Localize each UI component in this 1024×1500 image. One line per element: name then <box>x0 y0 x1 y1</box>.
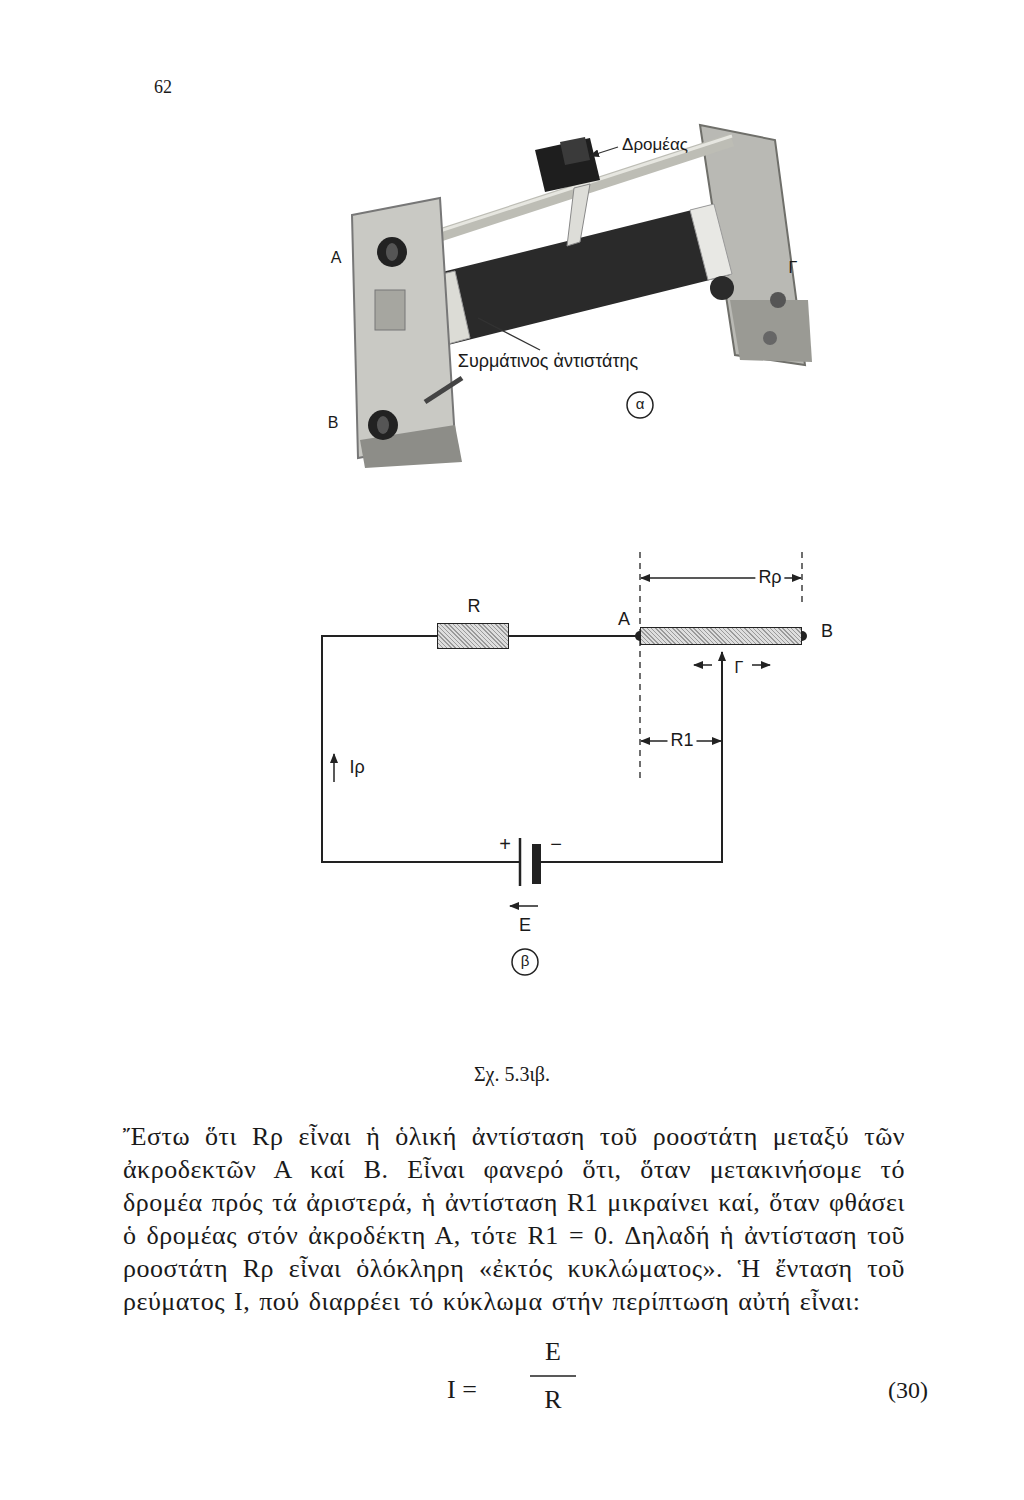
leader-line <box>590 147 618 156</box>
battery-symbol <box>519 838 522 886</box>
formula-term: I = <box>447 1375 477 1404</box>
figure-tag: β <box>521 952 530 969</box>
rheostat-photo <box>560 137 590 165</box>
part-label: Συρμάτινος ἀντιστάτης <box>458 351 638 371</box>
equation-number: (30) <box>888 1377 928 1403</box>
direction-arrow <box>333 754 335 782</box>
fraction-bar <box>530 1376 576 1377</box>
rheostat-symbol: ΑΒ <box>640 627 802 645</box>
rheostat-photo <box>425 378 462 402</box>
leader-line <box>478 318 540 350</box>
symbol-label: R <box>468 596 481 616</box>
rheostat-photo <box>567 184 590 246</box>
rheostat-photo <box>770 292 786 308</box>
polarity-sign: − <box>550 833 562 855</box>
rheostat-photo <box>710 276 734 300</box>
figure-tag: α <box>636 395 645 412</box>
figure-tag-circle <box>627 392 653 418</box>
emf-label: E <box>519 915 531 935</box>
direction-arrow <box>334 665 770 906</box>
battery-symbol <box>532 844 541 884</box>
terminal-label: Β <box>328 414 339 431</box>
leader-line <box>478 147 618 350</box>
formula-term: R <box>544 1385 561 1414</box>
rheostat-photo <box>375 290 405 330</box>
figure-caption: Σχ. 5.3ιβ. <box>474 1063 550 1085</box>
figure-tag-circle <box>512 392 653 975</box>
fraction-bar <box>530 1375 576 1377</box>
symbol-label: Β <box>821 621 833 641</box>
rheostat-photo <box>386 243 398 261</box>
dimension-label: R1 <box>667 730 696 750</box>
rheostat-photo <box>377 416 389 434</box>
direction-arrow <box>510 905 538 907</box>
dimension-label: Rρ <box>755 567 784 587</box>
rheostat-photo <box>690 204 732 280</box>
circuit-wire <box>509 635 640 637</box>
dimension-line <box>639 552 640 780</box>
current-label: Iρ <box>349 757 364 777</box>
circuit-wire <box>322 636 722 862</box>
terminal-label: Γ <box>789 259 798 276</box>
dimension-line <box>801 552 802 606</box>
part-label: Δρομέας <box>622 135 688 154</box>
formula-term: E <box>545 1337 561 1366</box>
body-paragraph: Ἔστω ὅτι Rρ εἶναι ἡ ὁλική ἀντίσταση τοῦ … <box>123 1122 905 1316</box>
rheostat-photo <box>352 125 812 468</box>
direction-arrow <box>694 664 712 666</box>
circuit-wire <box>322 636 520 862</box>
rheostat-photo <box>377 237 407 267</box>
circuit-wire <box>541 652 722 862</box>
figure-tag-circle <box>512 949 538 975</box>
dimension-line <box>640 552 802 780</box>
rheostat-photo <box>352 198 455 458</box>
rheostat-photo <box>368 410 398 440</box>
battery-symbol <box>520 838 541 886</box>
resistor-symbol: R <box>437 623 509 649</box>
rheostat-photo <box>763 331 777 345</box>
rheostat-photo <box>730 300 812 362</box>
page-number: 62 <box>154 77 172 97</box>
symbol-label: Α <box>618 609 630 629</box>
slider-label: Γ <box>735 659 744 676</box>
polarity-sign: + <box>499 833 511 855</box>
terminal-label: Α <box>331 249 342 266</box>
direction-arrow <box>752 664 770 666</box>
